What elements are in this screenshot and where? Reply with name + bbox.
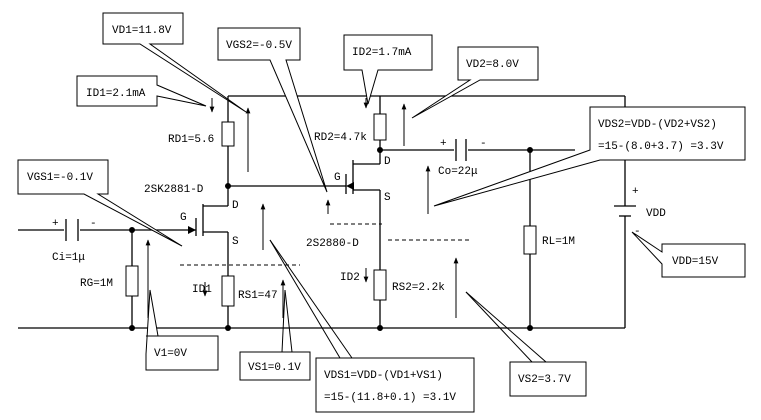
callout-vgs1: VGS1=-0.1V [17,159,183,247]
resistor-rs1 [221,275,235,307]
resistor-rd1 [221,121,235,147]
resistors [125,113,537,328]
svg-text:+: + [440,138,447,150]
svg-text:VS2=3.7V: VS2=3.7V [518,374,571,386]
label-rs2: RS2=2.2k [392,282,445,294]
label-vdd: VDD [646,208,666,220]
label-rd2: RD2=4.7k [314,132,367,144]
svg-text:D: D [384,156,391,168]
label-id1: ID1 [192,284,212,296]
svg-text:-: - [90,218,97,230]
supply-rail [228,95,626,206]
svg-text:=15-(11.8+0.1) =3.1V: =15-(11.8+0.1) =3.1V [324,392,456,404]
callout-id2: ID2=1.7mA [343,34,433,105]
svg-text:-: - [634,226,641,238]
callout-vds2: VDS2=VDD-(VD2+VS2) =15-(8.0+3.7) =3.3V [433,106,746,207]
svg-text:ID2=1.7mA: ID2=1.7mA [352,47,412,59]
label-q1-part: 2SK2881-D [144,184,204,196]
svg-text:G: G [180,212,187,224]
svg-text:VDD=15V: VDD=15V [672,256,719,268]
callout-vs2: VS2=3.7V [465,291,587,397]
svg-text:G: G [334,172,341,184]
component-labels: RD1=5.6 RD2=4.7k RS1=47 RS2=2.2k RG=1M R… [52,132,666,302]
svg-text:+: + [632,186,639,198]
callout-vgs2: VGS2=-0.5V [217,27,328,193]
capacitor-co [455,139,467,161]
capacitor-ci [65,219,79,241]
label-rg: RG=1M [80,278,113,290]
svg-text:-: - [480,138,487,150]
label-rl: RL=1M [542,236,575,248]
callout-id1: ID1=2.1mA [76,75,207,107]
svg-text:+: + [52,218,59,230]
callout-vd1: VD1=11.8V [102,12,247,113]
label-co: Co=22μ [438,166,478,178]
svg-text:VD1=11.8V: VD1=11.8V [112,25,172,37]
pin-labels: G D S G D S [180,156,391,248]
svg-text:VGS2=-0.5V: VGS2=-0.5V [226,40,292,52]
callout-vd2: VD2=8.0V [411,46,539,119]
svg-text:S: S [232,236,239,248]
fet-q1 [188,204,228,236]
label-rs1: RS1=47 [238,290,278,302]
resistor-rg [125,265,139,297]
svg-text:S: S [384,192,391,204]
battery-vdd [614,205,636,217]
label-ci: Ci=1μ [52,252,85,264]
svg-text:ID1=2.1mA: ID1=2.1mA [86,88,146,100]
fet-q2 [330,160,380,194]
resistor-rl [523,225,537,255]
reference-dashes [180,223,470,266]
callout-v1: V1=0V [145,289,219,371]
label-q2-part: 2S2880-D [306,238,359,250]
svg-text:VGS1=-0.1V: VGS1=-0.1V [27,172,93,184]
svg-text:VDS1=VDD-(VD1+VS1): VDS1=VDD-(VD1+VS1) [324,370,443,382]
svg-text:VDS2=VDD-(VD2+VS2): VDS2=VDD-(VD2+VS2) [598,119,717,131]
label-rd1: RD1=5.6 [168,134,214,146]
svg-text:V1=0V: V1=0V [154,348,187,360]
polarity-marks: + - + - + - [52,138,641,238]
junction-dots [129,147,533,331]
ground-rail [18,216,626,329]
label-id2: ID2 [340,272,360,284]
svg-text:VD2=8.0V: VD2=8.0V [466,59,519,71]
svg-text:D: D [232,200,239,212]
callout-vs1: VS1=0.1V [239,289,311,381]
callout-vds1: VDS1=VDD-(VD1+VS1) =15-(11.8+0.1) =3.1V [269,239,475,413]
svg-text:=15-(8.0+3.7) =3.3V: =15-(8.0+3.7) =3.3V [598,141,724,153]
callout-vdd: VDD=15V [631,231,746,278]
resistor-rd2 [373,113,387,141]
resistor-rs2 [373,269,387,301]
measurement-arrows [145,98,459,318]
svg-text:VS1=0.1V: VS1=0.1V [248,362,301,374]
